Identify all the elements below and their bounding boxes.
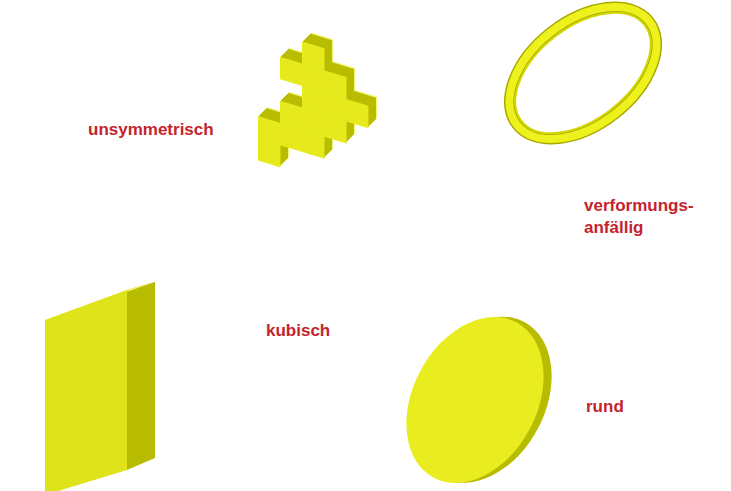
ring-band bbox=[485, 0, 681, 166]
disc-shape bbox=[379, 290, 579, 491]
shape-label: kubisch bbox=[266, 320, 330, 342]
blocky-front-cell bbox=[280, 123, 303, 152]
blocky-front-cell bbox=[280, 57, 303, 86]
blocky-depth bbox=[260, 26, 370, 192]
shape-label: rund bbox=[586, 396, 624, 418]
disc-face bbox=[379, 293, 571, 491]
plate-front bbox=[45, 290, 127, 491]
blocky-depth bbox=[259, 27, 369, 193]
ring-shape bbox=[485, 0, 681, 166]
plate-side bbox=[127, 282, 155, 470]
shape-label: unsymmetrisch bbox=[88, 119, 214, 141]
blocky-shape bbox=[258, 16, 377, 197]
ring-inner bbox=[493, 0, 673, 157]
blocky-front-cell bbox=[346, 99, 369, 128]
blocky-front bbox=[258, 28, 369, 194]
ring-edge bbox=[485, 0, 681, 166]
blocky-front-cell bbox=[302, 129, 325, 158]
plate-shape bbox=[45, 282, 155, 491]
blocky-front-cell bbox=[324, 114, 347, 143]
blocky-front-cell bbox=[258, 138, 281, 167]
shape-label: verformungs- anfällig bbox=[584, 195, 684, 239]
